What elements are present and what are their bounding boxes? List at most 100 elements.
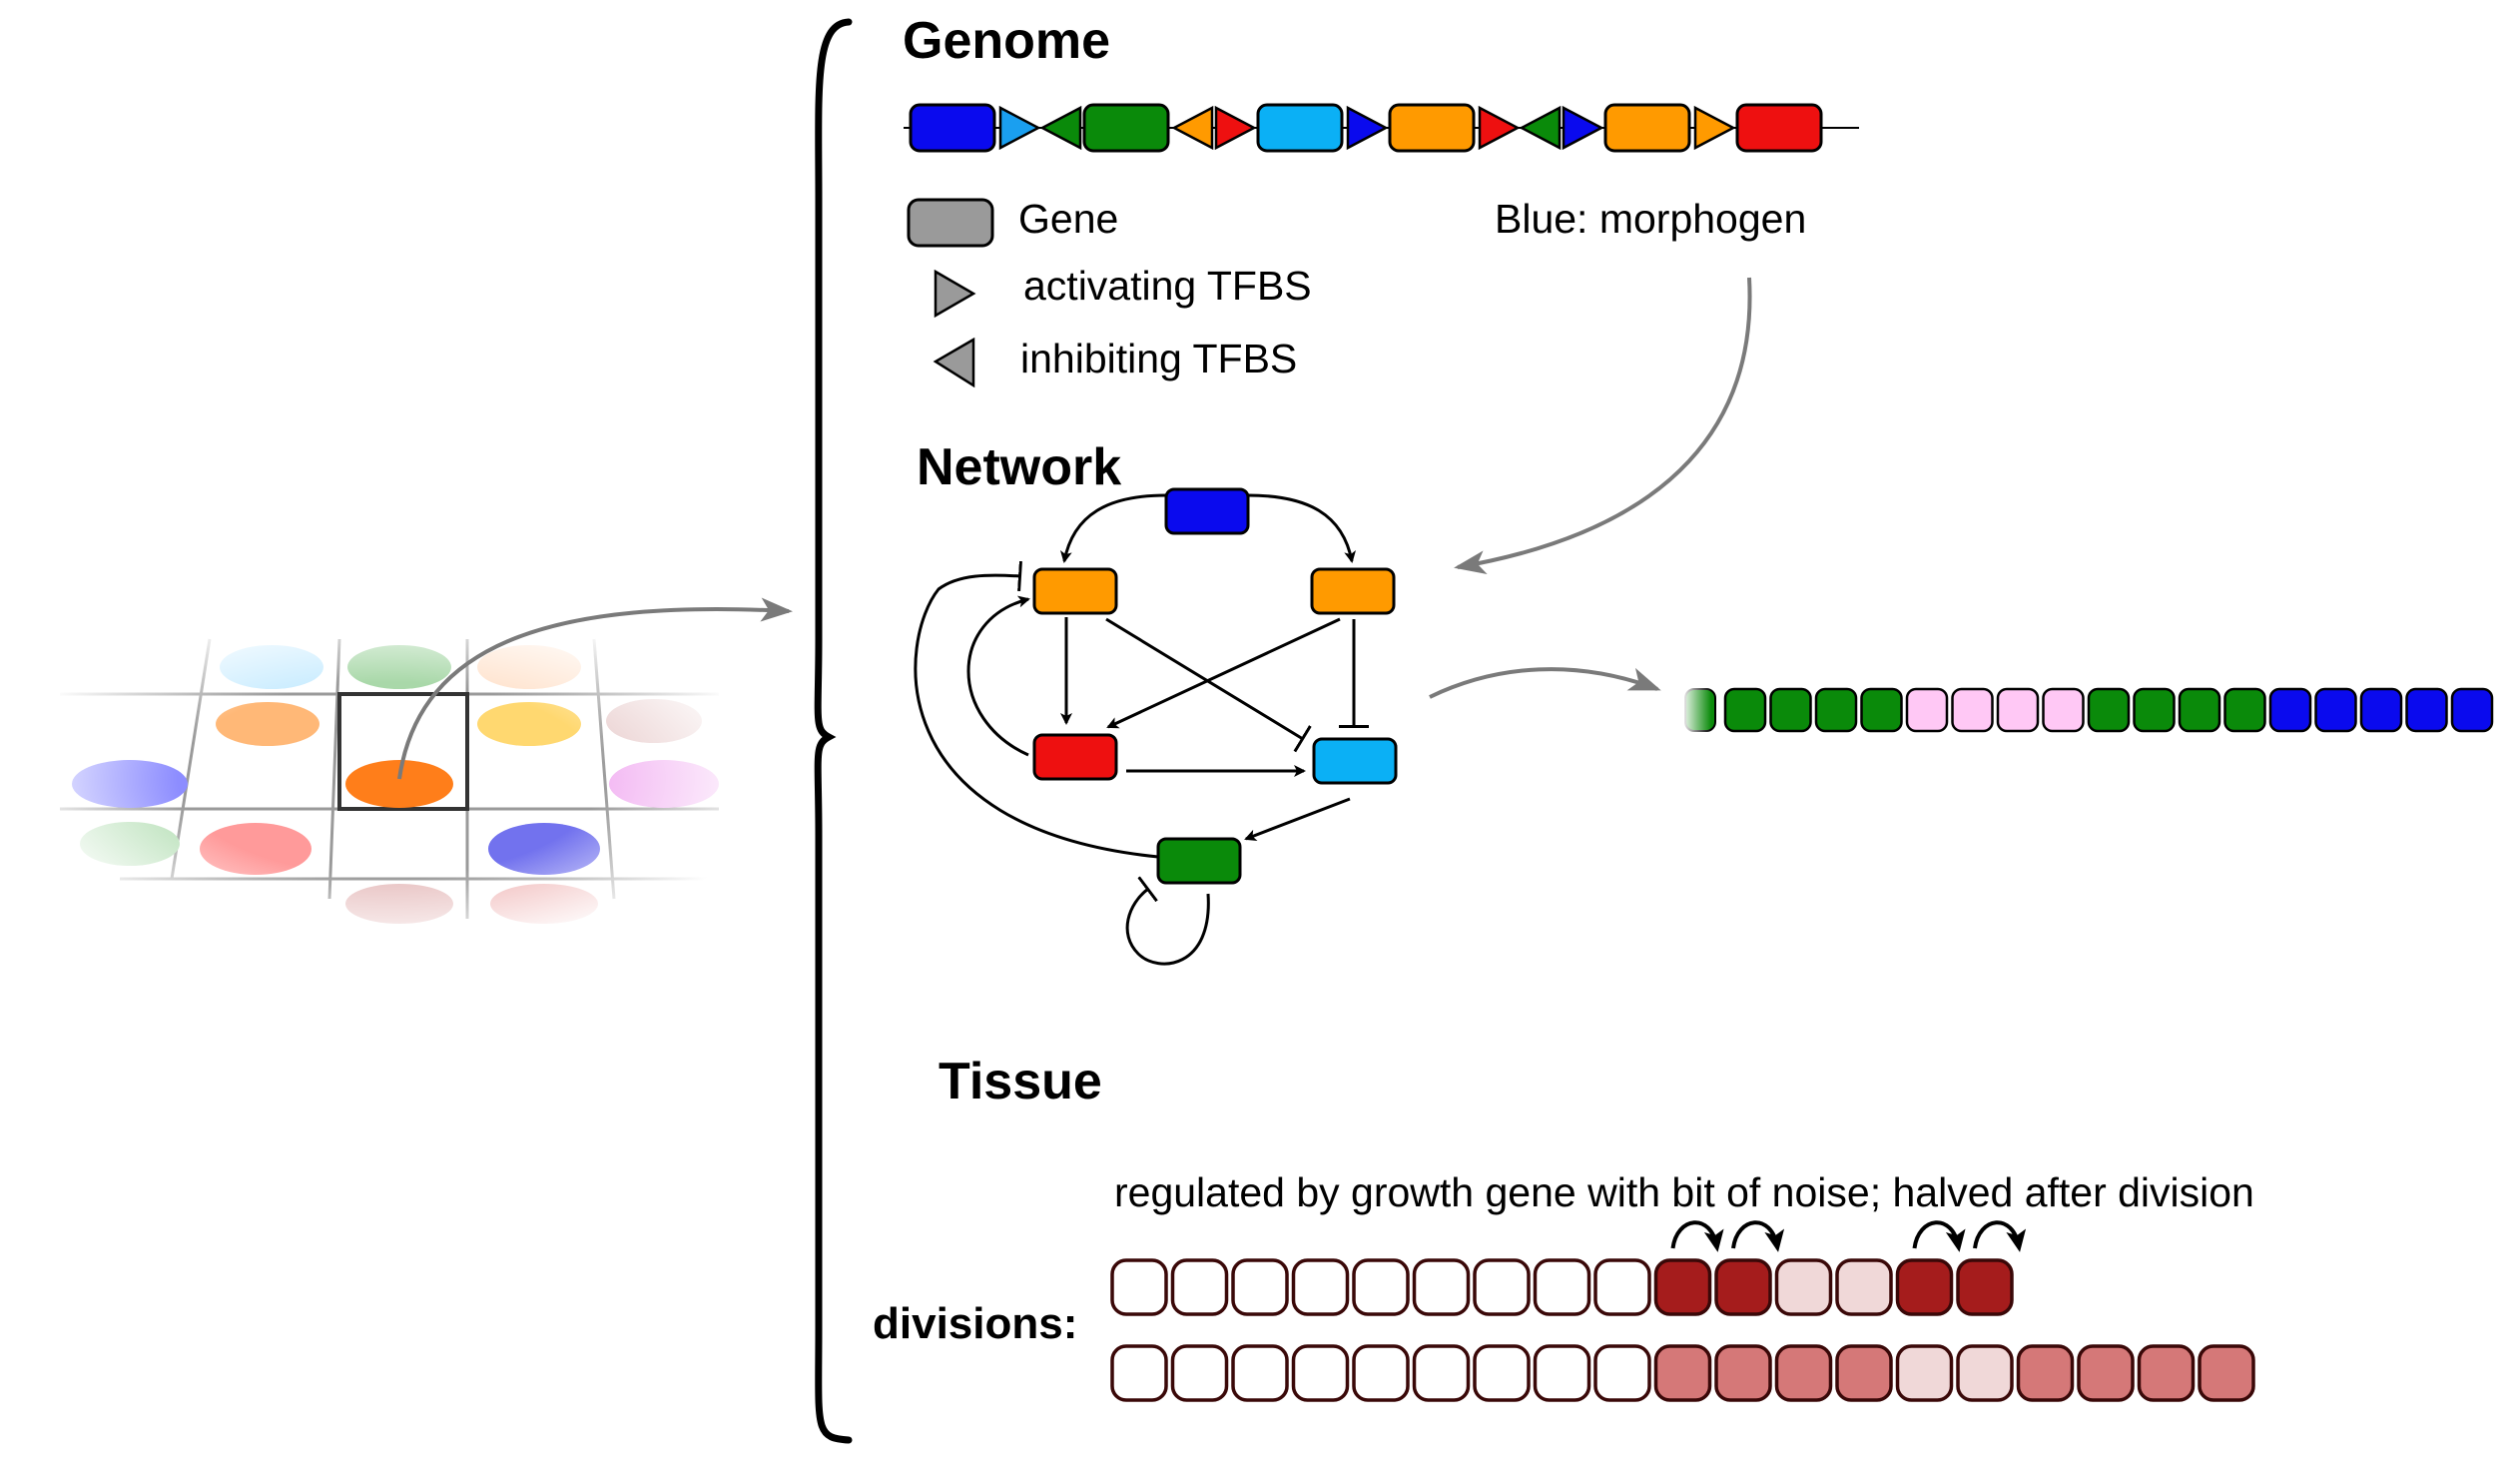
- genome-gene-12: [1603, 103, 1691, 153]
- pattern-cell: [2450, 687, 2494, 733]
- pattern-cell: [1860, 687, 1903, 733]
- activating-tfbs-icon: [934, 269, 976, 319]
- pattern-cell: [1996, 687, 2040, 733]
- division-cell: [1593, 1258, 1651, 1316]
- genome-gene-14: [1735, 103, 1823, 153]
- division-cell: [1291, 1344, 1350, 1402]
- division-cell: [1895, 1258, 1954, 1316]
- division-cell: [1714, 1258, 1772, 1316]
- pattern-cell: [2178, 687, 2221, 733]
- division-cell: [1412, 1258, 1471, 1316]
- division-cell: [2016, 1344, 2075, 1402]
- genome-activating-tfbs-9: [1478, 105, 1521, 151]
- expression-pattern-row: [1681, 687, 2494, 733]
- morphogen-note: Blue: morphogen: [1495, 196, 1806, 242]
- division-cell: [1835, 1258, 1893, 1316]
- genome-activating-tfbs-5: [1214, 105, 1257, 151]
- division-cell: [1352, 1258, 1410, 1316]
- genome-legend: Gene activating TFBS inhibiting TFBS Blu…: [907, 196, 1806, 575]
- genome-activating-tfbs-1: [998, 105, 1041, 151]
- legend-gene-icon: [907, 198, 994, 248]
- genome-activating-tfbs-7: [1346, 105, 1389, 151]
- edge-orange-right-to-red: [1106, 617, 1341, 729]
- node-orange-right: [1310, 567, 1396, 615]
- growth-arrow: [1912, 1220, 1966, 1252]
- node-red: [1032, 733, 1118, 781]
- inhibiting-tfbs-icon: [933, 337, 975, 388]
- division-cell: [2198, 1344, 2255, 1402]
- division-cell: [1412, 1344, 1471, 1402]
- division-cell: [1714, 1344, 1772, 1402]
- division-cell: [1956, 1344, 2014, 1402]
- pattern-cell: [2268, 687, 2312, 733]
- node-orange-left: [1032, 567, 1118, 615]
- pattern-fade: [1681, 687, 1711, 733]
- pattern-cell: [2359, 687, 2403, 733]
- network-to-pattern-arrow: [1429, 667, 1661, 699]
- genome-heading: Genome: [903, 12, 1110, 70]
- pattern-cell: [2223, 687, 2266, 733]
- division-cell: [1291, 1258, 1350, 1316]
- pattern-cell: [1769, 687, 1812, 733]
- genome-inhibiting-tfbs-2: [1039, 105, 1082, 151]
- division-cell: [1895, 1344, 1954, 1402]
- tissue-heading: Tissue: [939, 1053, 1102, 1110]
- division-cell: [1774, 1258, 1833, 1316]
- pattern-cell: [1814, 687, 1858, 733]
- division-cell: [1533, 1258, 1591, 1316]
- division-cell: [1231, 1344, 1289, 1402]
- morphogen-arrow: [1454, 277, 1752, 575]
- growth-arrows: [1670, 1220, 2027, 1252]
- legend-gene-label: Gene: [1018, 196, 1118, 242]
- division-cell: [1170, 1344, 1229, 1402]
- growth-arrow: [1731, 1220, 1785, 1252]
- legend-activating-label: activating TFBS: [1023, 263, 1312, 309]
- edge-orange-left-inhibits-cyan: [1105, 617, 1312, 753]
- pattern-cell: [2314, 687, 2357, 733]
- edge-red-to-orange-left: [966, 595, 1030, 757]
- genome-gene-8: [1388, 103, 1476, 153]
- division-cell: [1473, 1344, 1531, 1402]
- network-heading: Network: [917, 438, 1121, 496]
- node-morphogen-blue: [1164, 487, 1250, 535]
- division-cell: [1473, 1258, 1531, 1316]
- division-cell: [1956, 1258, 2014, 1316]
- curly-brace: [814, 18, 853, 1444]
- division-cell: [1352, 1344, 1410, 1402]
- division-cell: [2137, 1344, 2196, 1402]
- genome-activating-tfbs-11: [1562, 105, 1604, 151]
- division-cell: [1533, 1344, 1591, 1402]
- edge-blue-to-orange-left: [1059, 493, 1167, 563]
- genome-inhibiting-tfbs-10: [1519, 105, 1562, 151]
- edge-cyan-to-green: [1244, 797, 1351, 842]
- division-cell: [1835, 1344, 1893, 1402]
- division-cell: [1110, 1344, 1168, 1402]
- division-cell: [1653, 1258, 1712, 1316]
- node-cyan: [1312, 737, 1398, 785]
- division-cell: [1593, 1344, 1651, 1402]
- edge-green-self-inhibition: [1125, 876, 1210, 966]
- pattern-cell: [2042, 687, 2085, 733]
- pattern-cell: [1951, 687, 1994, 733]
- pattern-cell: [2405, 687, 2448, 733]
- zoom-arrow: [397, 597, 793, 780]
- gene-network: [914, 487, 1398, 966]
- growth-arrow: [1670, 1220, 1724, 1252]
- genome-gene-0: [909, 103, 996, 153]
- divisions-label: divisions:: [873, 1299, 1077, 1348]
- node-green: [1156, 837, 1242, 885]
- pattern-cell: [2133, 687, 2176, 733]
- pattern-cell: [2087, 687, 2131, 733]
- growth-note: regulated by growth gene with bit of noi…: [1114, 1169, 2254, 1215]
- division-cell: [1774, 1344, 1833, 1402]
- edge-green-inhibits-orange-left: [914, 560, 1159, 859]
- genome-inhibiting-tfbs-4: [1171, 105, 1214, 151]
- division-cell: [1110, 1258, 1168, 1316]
- genome-activating-tfbs-13: [1693, 105, 1736, 151]
- division-cell: [2077, 1344, 2135, 1402]
- growth-arrow: [1973, 1220, 2027, 1252]
- tissue-grid: [40, 597, 793, 939]
- edge-blue-to-orange-right: [1247, 493, 1357, 563]
- division-cell: [1653, 1344, 1712, 1402]
